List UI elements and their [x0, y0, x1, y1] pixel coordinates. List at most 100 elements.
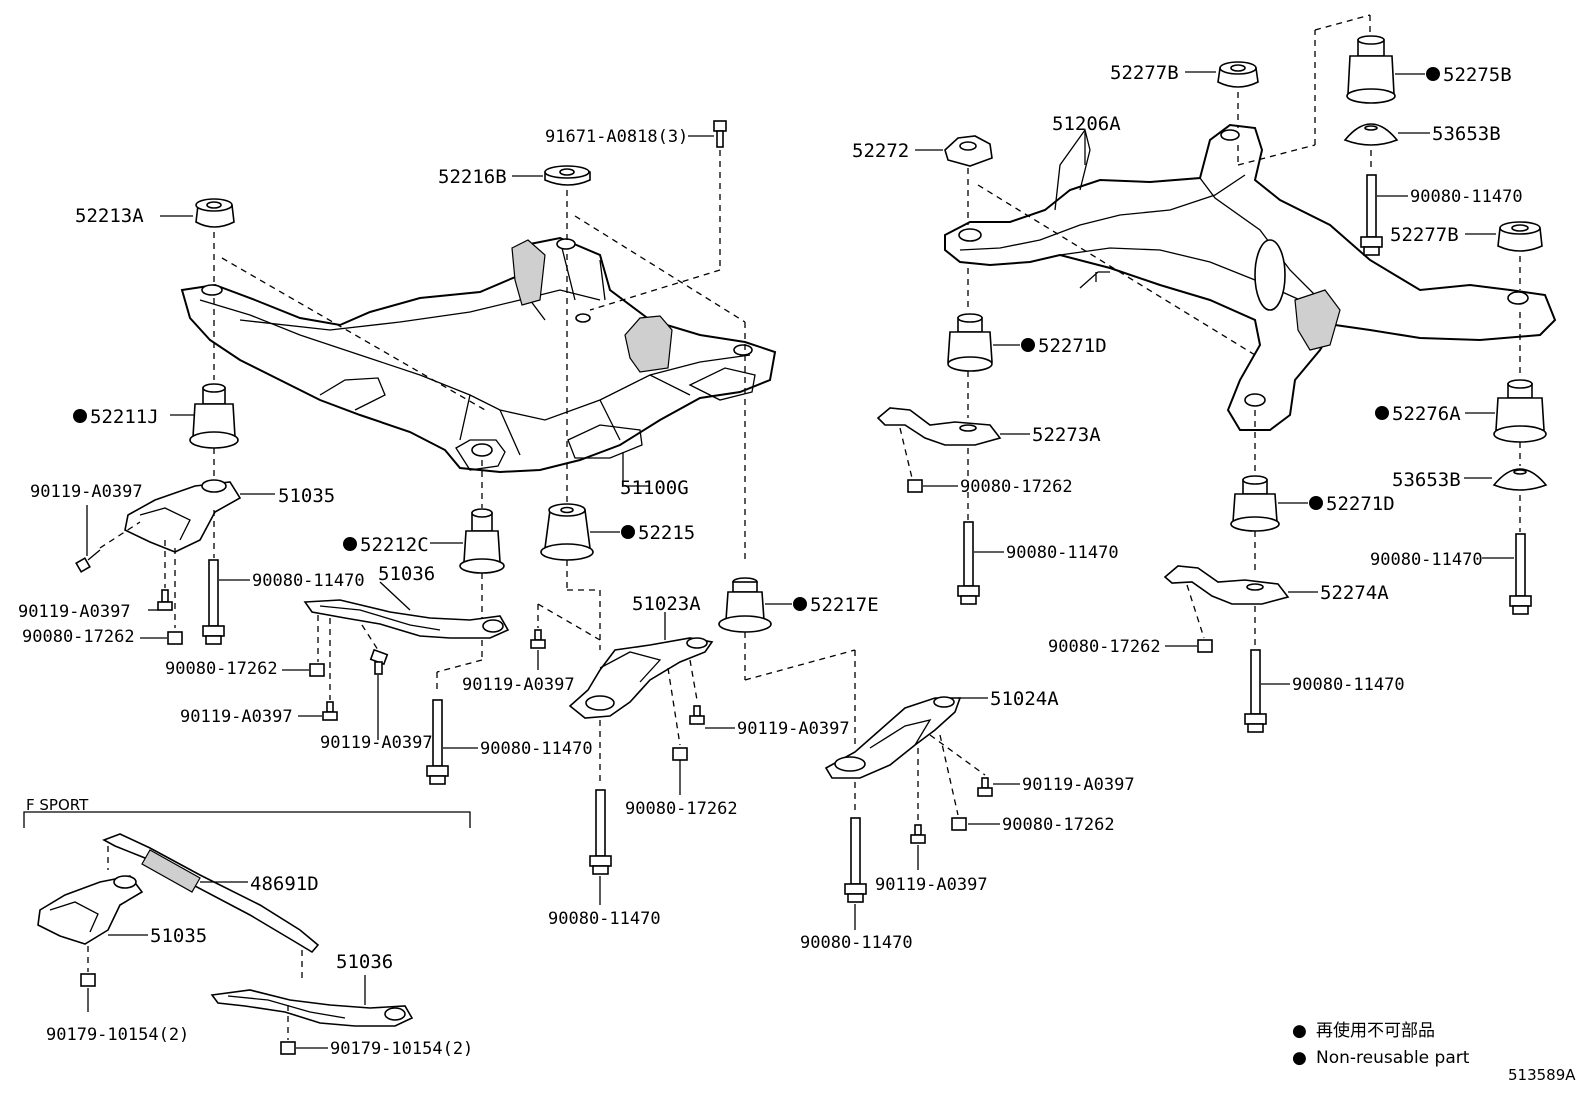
- label-90080-11470-c: 90080-11470: [548, 909, 661, 929]
- label-90179-b: 90179-10154(2): [330, 1039, 473, 1059]
- label-90080-17262-b: 90080-17262: [165, 659, 278, 679]
- label-90080-17262-d: 90080-17262: [1002, 815, 1115, 835]
- legend-bullet-2: ●: [1292, 1048, 1307, 1068]
- part-52215: 52215: [540, 503, 695, 561]
- part-90080-11470-bolt-h: 90080-11470: [1244, 649, 1405, 733]
- label-90080-11470-b: 90080-11470: [480, 739, 593, 759]
- part-90119-bolt-small-g: 90119-A0397: [875, 824, 988, 895]
- label-52275B: 52275B: [1443, 64, 1512, 86]
- label-90119-c: 90119-A0397: [180, 707, 293, 727]
- label-90119-d: 90119-A0397: [320, 733, 433, 753]
- part-90080-11470-bolt-b: 90080-11470: [426, 699, 593, 785]
- label-90080-17262-c: 90080-17262: [625, 799, 738, 819]
- label-53653B-top: 53653B: [1432, 123, 1501, 145]
- part-52272: 52272: [852, 135, 993, 167]
- part-90119-bolt-small-e: 90119-A0397: [689, 705, 850, 739]
- part-52271D-b: 52271D: [1230, 475, 1395, 532]
- rear-subframe: [944, 123, 1557, 431]
- part-90080-11470-bolt-d: 90080-11470: [800, 817, 913, 953]
- part-90179-nut-a: 90179-10154(2): [46, 973, 189, 1045]
- label-52277B-top: 52277B: [1110, 62, 1179, 84]
- label-52273A: 52273A: [1032, 424, 1101, 446]
- part-51035-fsport: 51035: [37, 875, 207, 947]
- label-90080-11470-h: 90080-11470: [1292, 675, 1405, 695]
- label-90080-17262-e: 90080-17262: [960, 477, 1073, 497]
- label-90080-11470-g: 90080-11470: [1370, 550, 1483, 570]
- label-52211J: 52211J: [90, 406, 159, 428]
- label-90080-11470-f: 90080-11470: [1006, 543, 1119, 563]
- label-91671: 91671-A0818(3): [545, 127, 688, 147]
- part-53653B-mid: 53653B: [1392, 468, 1548, 491]
- part-52277B-top: 52277B: [1110, 61, 1259, 88]
- part-51036-top: 51036: [303, 563, 510, 639]
- label-52274A: 52274A: [1320, 582, 1389, 604]
- part-90080-11470-bolt-f: 90080-11470: [957, 521, 1119, 605]
- label-90179-a: 90179-10154(2): [46, 1025, 189, 1045]
- part-48691D: 48691D: [102, 833, 320, 954]
- part-52213A: 52213A: [75, 198, 235, 228]
- label-90080-17262-a: 90080-17262: [22, 627, 135, 647]
- part-51024A: 51024A: [824, 688, 1059, 779]
- part-90080-11470-bolt-e: 90080-11470: [1360, 174, 1523, 256]
- part-91671-bolt: 91671-A0818(3): [545, 120, 727, 148]
- part-90119-bolt-small-a: 90119-A0397: [18, 589, 173, 622]
- part-90119-bolt-small-c: 90119-A0397: [320, 648, 433, 753]
- part-52216B: 52216B: [438, 165, 591, 188]
- part-90080-nut-e: 90080-17262: [907, 477, 1073, 497]
- label-51036-fsport: 51036: [336, 951, 393, 973]
- part-90119-bolt-small-b: 90119-A0397: [180, 701, 338, 727]
- label-90080-11470-d: 90080-11470: [800, 933, 913, 953]
- label-90119-h: 90119-A0397: [875, 875, 988, 895]
- legend-text-jp: 再使用不可部品: [1316, 1020, 1435, 1041]
- label-51035-fsport: 51035: [150, 925, 207, 947]
- part-52273A: 52273A: [876, 407, 1101, 446]
- part-52212C: 52212C: [343, 508, 505, 574]
- label-52277B-mid: 52277B: [1390, 224, 1459, 246]
- part-51023A: 51023A: [568, 593, 714, 719]
- part-52211J: 52211J: [73, 383, 239, 449]
- part-52276A: 52276A: [1375, 379, 1547, 443]
- label-51024A: 51024A: [990, 688, 1059, 710]
- part-90119-bolt-left: 90119-A0397: [30, 482, 143, 573]
- part-90080-11470-bolt-c: 90080-11470: [548, 789, 661, 929]
- label-51023A: 51023A: [632, 593, 701, 615]
- part-52274A: 52274A: [1163, 565, 1389, 605]
- label-52271D-b: 52271D: [1326, 493, 1395, 515]
- part-52277B-mid: 52277B: [1390, 221, 1543, 252]
- diagram-id: 513589A: [1508, 1066, 1576, 1084]
- part-90080-nut-d: 90080-17262: [951, 815, 1115, 835]
- label-90080-11470-a: 90080-11470: [252, 571, 365, 591]
- label-51035-top: 51035: [278, 485, 335, 507]
- part-52217E: 52217E: [718, 577, 879, 633]
- label-90080-17262-f: 90080-17262: [1048, 637, 1161, 657]
- part-52271D-a: 52271D: [947, 313, 1107, 372]
- part-90119-bolt-small-f: 90119-A0397: [977, 775, 1135, 797]
- legend-bullet-1: ●: [1292, 1021, 1307, 1041]
- part-90080-nut-f: 90080-17262: [1048, 637, 1213, 657]
- label-51036-top: 51036: [378, 563, 435, 585]
- part-53653B-top: 53653B: [1343, 123, 1501, 146]
- label-90119-b: 90119-A0397: [18, 602, 131, 622]
- part-90080-nut-b: 90080-17262: [165, 659, 325, 679]
- label-90119-f: 90119-A0397: [737, 719, 850, 739]
- label-53653B-mid: 53653B: [1392, 469, 1461, 491]
- part-51035-top: 51035: [124, 479, 335, 553]
- part-90080-11470-bolt-g: 90080-11470: [1370, 533, 1532, 615]
- legend: ● 再使用不可部品 ● Non-reusable part: [1292, 1020, 1470, 1068]
- label-90119-e: 90119-A0397: [462, 675, 575, 695]
- label-52217E: 52217E: [810, 594, 879, 616]
- section-title-f-sport: F SPORT: [26, 796, 89, 814]
- part-90080-nut-a: 90080-17262: [22, 627, 183, 647]
- label-48691D: 48691D: [250, 873, 319, 895]
- part-51036-fsport: 51036: [210, 951, 414, 1027]
- label-52212C: 52212C: [360, 534, 429, 556]
- front-subframe: [180, 236, 777, 474]
- part-52275B: 52275B: [1346, 35, 1512, 104]
- label-51100G: 51100G: [620, 477, 689, 499]
- label-52272: 52272: [852, 140, 909, 162]
- label-52271D-a: 52271D: [1038, 335, 1107, 357]
- f-sport-section: F SPORT 48691D 51035 90179-10154(2): [23, 796, 473, 1059]
- part-90119-bolt-small-d: 90119-A0397: [462, 629, 575, 695]
- label-52213A: 52213A: [75, 205, 144, 227]
